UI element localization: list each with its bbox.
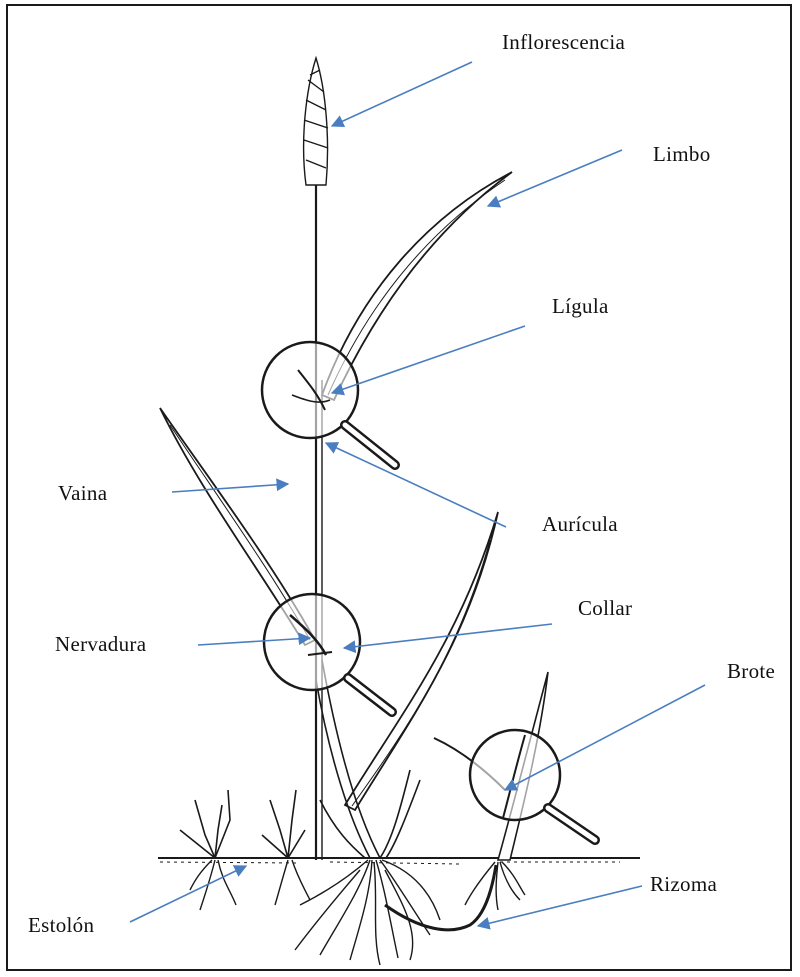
arrow-inflorescencia — [332, 62, 472, 126]
label-limbo: Limbo — [653, 142, 711, 167]
label-rizoma: Rizoma — [650, 872, 717, 897]
label-ligula: Lígula — [552, 294, 609, 319]
stolon-plantlets — [180, 790, 305, 858]
label-estolon: Estolón — [28, 913, 94, 938]
arrow-estolon — [130, 866, 246, 922]
magnifier-ligula-icon — [262, 342, 395, 465]
label-vaina: Vaina — [58, 481, 107, 506]
arrow-vaina — [172, 484, 288, 492]
arrow-limbo — [488, 150, 622, 206]
label-brote: Brote — [727, 659, 775, 684]
arrow-auricula — [326, 443, 506, 527]
main-stem — [316, 185, 322, 860]
label-auricula: Aurícula — [542, 512, 618, 537]
arrow-rizoma — [478, 886, 642, 926]
label-nervadura: Nervadura — [55, 632, 146, 657]
label-collar: Collar — [578, 596, 632, 621]
ground-line — [158, 858, 640, 864]
magnifier-brote-icon — [470, 730, 595, 840]
inflorescence — [304, 58, 328, 185]
label-inflorescencia: Inflorescencia — [502, 30, 625, 55]
rhizome — [385, 865, 496, 930]
roots — [190, 860, 525, 965]
